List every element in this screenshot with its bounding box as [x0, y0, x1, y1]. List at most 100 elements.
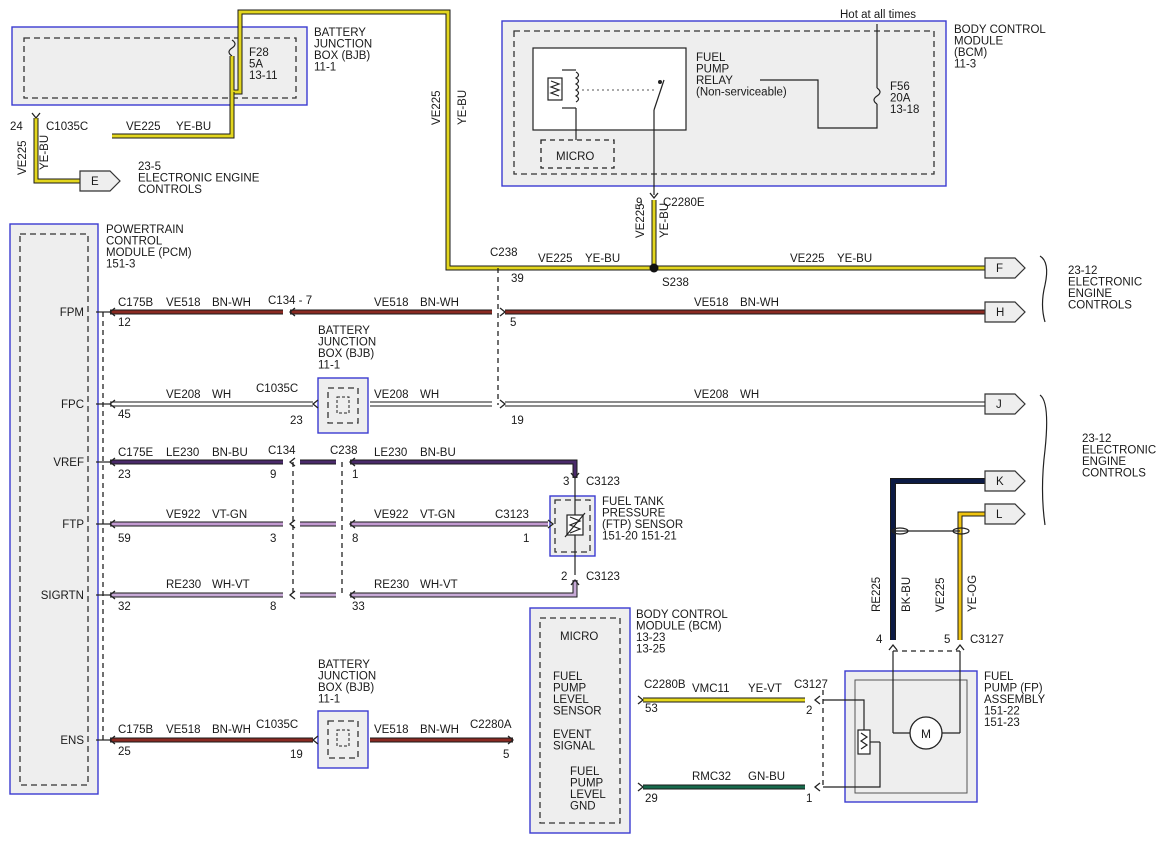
label-pin1-c: 1: [806, 793, 812, 805]
label-c134-7: C134 - 7: [268, 295, 312, 307]
connector-buses: [96, 268, 960, 787]
label-ve225-h2: VE225: [538, 253, 573, 265]
label-c1035c-top: C1035C: [46, 121, 88, 133]
label-pin5-a: 5: [510, 317, 516, 329]
connector-chevron-18: [507, 735, 515, 745]
label-pin32: 32: [118, 601, 131, 613]
label-yebu-h2: YE-BU: [585, 253, 620, 265]
label-bnwh-5: BN-WH: [420, 724, 459, 736]
label-yeog: YE-OG: [967, 575, 979, 612]
label-wh-2: WH: [420, 389, 439, 401]
connector-chevron-13: [108, 590, 116, 600]
label-pin29: 29: [645, 793, 658, 805]
connector-chevrons: [31, 112, 965, 792]
ref-tag-h: H: [984, 301, 1026, 323]
label-pin33: 33: [352, 601, 365, 613]
label-c175e: C175E: [118, 447, 153, 459]
label-c175b-2: C175B: [118, 724, 153, 736]
wire-ye-og: [957, 511, 985, 640]
ftp-sensor-symbol: [564, 478, 586, 575]
label-ve518-3: VE518: [694, 297, 729, 309]
label-pin5-c: 5: [944, 634, 950, 646]
label-bnbu-2: BN-BU: [420, 447, 456, 459]
label-re225: RE225: [871, 577, 883, 612]
fuse-f28-symbol: [228, 39, 236, 57]
label-le230-1: LE230: [166, 447, 199, 459]
label-c2280b: C2280B: [644, 679, 686, 691]
label-pin5-b: 5: [503, 749, 509, 761]
bjb-mid-module: [317, 377, 369, 434]
connector-chevron-28: [955, 643, 965, 651]
label-ve518-2: VE518: [374, 297, 409, 309]
label-c3127-a: C3127: [794, 679, 828, 691]
bjb-mid-switch: [336, 396, 350, 414]
label-c3127-b: C3127: [970, 634, 1004, 646]
ref-tag-l: L: [984, 503, 1026, 525]
label-ve225-r: VE225: [935, 577, 947, 612]
label-bnwh-2: BN-WH: [420, 297, 459, 309]
label-pin19-a: 19: [511, 415, 524, 427]
connector-chevron-27: [888, 643, 898, 651]
label-pin25: 25: [118, 746, 131, 758]
fuel-pump-motor-icon: M: [892, 651, 961, 750]
connector-chevron-7: [288, 457, 296, 467]
ref-tag-f: F: [984, 257, 1026, 279]
connector-chevron-14: [288, 590, 296, 600]
label-pin23-a: 23: [290, 415, 303, 427]
connector-chevron-10: [288, 519, 296, 529]
connector-chevron-19: [637, 695, 645, 705]
label-pin2-b: 2: [806, 705, 812, 717]
label-vtgn-2: VT-GN: [420, 509, 455, 521]
label-yebu-v3: YE-BU: [457, 90, 469, 125]
label-ve208-3: VE208: [694, 389, 729, 401]
pcm-pin-ens: ENS: [60, 735, 84, 747]
label-ve225-a: VE225: [126, 121, 161, 133]
label-pin2-c3123: 2: [561, 571, 567, 583]
label-ve225-v2: VE225: [17, 140, 29, 175]
label-bkbu: BK-BU: [901, 577, 913, 612]
bjb-top-module: [11, 26, 308, 106]
wire-ye-bu-e: [33, 118, 80, 184]
fuel-level-sensor-symbol: [823, 699, 881, 788]
label-pin8-b: 8: [270, 601, 276, 613]
label-pin39: 39: [511, 273, 524, 285]
label-pin24: 24: [10, 121, 23, 133]
label-pin59: 59: [118, 533, 131, 545]
label-c175b-1: C175B: [118, 297, 153, 309]
ref-tag-e: E: [79, 170, 121, 192]
label-bnwh-1: BN-WH: [212, 297, 251, 309]
label-c238-b: C238: [330, 445, 358, 457]
wire-vref-3: [350, 459, 578, 478]
label-ve208-2: VE208: [374, 389, 409, 401]
twisted-pair-marker: [891, 527, 970, 535]
label-c3123-c: C3123: [586, 571, 620, 583]
label-pin9-b: 9: [270, 469, 276, 481]
label-whvt-1: WH-VT: [212, 579, 250, 591]
connector-chevron-9: [108, 519, 116, 529]
label-whvt-2: WH-VT: [420, 579, 458, 591]
label-pin8-a: 8: [352, 533, 358, 545]
connector-chevron-6: [108, 457, 116, 467]
ref-tag-j-letter: J: [996, 399, 1002, 411]
label-c3123-b: C3123: [495, 509, 529, 521]
fuel-pump-relay-symbol: [547, 69, 665, 195]
connector-chevron-26: [570, 578, 580, 586]
pcm-pin-fpm: FPM: [60, 307, 84, 319]
hot-at-all-times-label: Hot at all times: [840, 9, 916, 21]
pcm-pin-sigrtn: SIGRTN: [41, 590, 84, 602]
label-re230-2: RE230: [374, 579, 409, 591]
label-vmc11: VMC11: [692, 683, 730, 695]
label-c134: C134: [268, 445, 296, 457]
label-gnbu: GN-BU: [748, 771, 785, 783]
wire-ye-bu-bjb-out: [112, 92, 235, 139]
ref-tag-e-letter: E: [91, 176, 99, 188]
